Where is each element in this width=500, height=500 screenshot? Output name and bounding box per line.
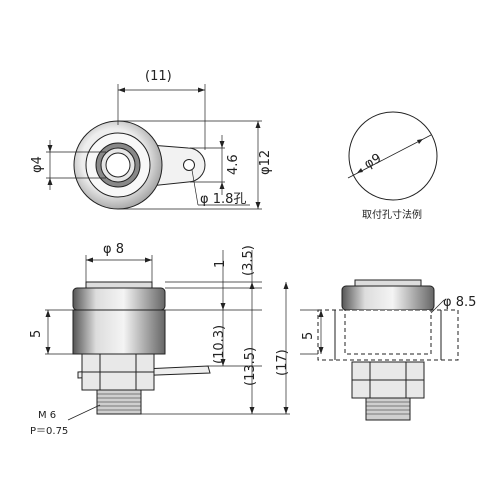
bore-inner bbox=[105, 152, 131, 178]
dim-phi12-label: φ12 bbox=[258, 150, 273, 175]
cutout-view bbox=[347, 111, 438, 201]
body-upper-2 bbox=[341, 285, 435, 311]
panel bbox=[317, 309, 459, 361]
lug-hole bbox=[183, 159, 195, 171]
lug-tab bbox=[149, 144, 206, 187]
lens-top-2 bbox=[354, 279, 422, 287]
thread-pitch-label: P＝0.75 bbox=[30, 426, 68, 437]
dim-3-5-label: (3.5) bbox=[241, 245, 256, 276]
cutout-circle bbox=[348, 111, 438, 201]
lens-top bbox=[85, 281, 153, 289]
dim-10-3-label: (10.3) bbox=[212, 325, 227, 364]
cutout-title: 取付孔寸法例 bbox=[362, 208, 422, 221]
dim-4-6-label: 4.6 bbox=[226, 154, 241, 175]
dim-1-label: 1 bbox=[213, 260, 228, 268]
side-view bbox=[45, 250, 290, 421]
dim-17-label: (17) bbox=[275, 349, 290, 376]
cutout-phi9-label: φ9 bbox=[362, 151, 384, 172]
dim-13-5-label: (13.5) bbox=[243, 347, 258, 386]
thread-size-label: M 6 bbox=[38, 410, 56, 421]
dim-phi8-label: φ 8 bbox=[103, 242, 124, 257]
dim-5-label: 5 bbox=[29, 330, 44, 338]
body-upper bbox=[72, 287, 166, 311]
dim-hole-label: φ 1.8孔 bbox=[200, 192, 246, 207]
body-hidden bbox=[344, 309, 432, 355]
top-view bbox=[46, 84, 262, 210]
dim-width-label: (11) bbox=[145, 69, 172, 84]
body-lower bbox=[72, 309, 166, 355]
side-view-mounted bbox=[300, 279, 459, 421]
dim-phi8-5-label: φ 8.5 bbox=[443, 295, 476, 310]
dim-phi4-label: φ4 bbox=[30, 156, 45, 173]
dim-5-mounted-label: 5 bbox=[301, 332, 316, 340]
thread-2 bbox=[365, 397, 411, 421]
